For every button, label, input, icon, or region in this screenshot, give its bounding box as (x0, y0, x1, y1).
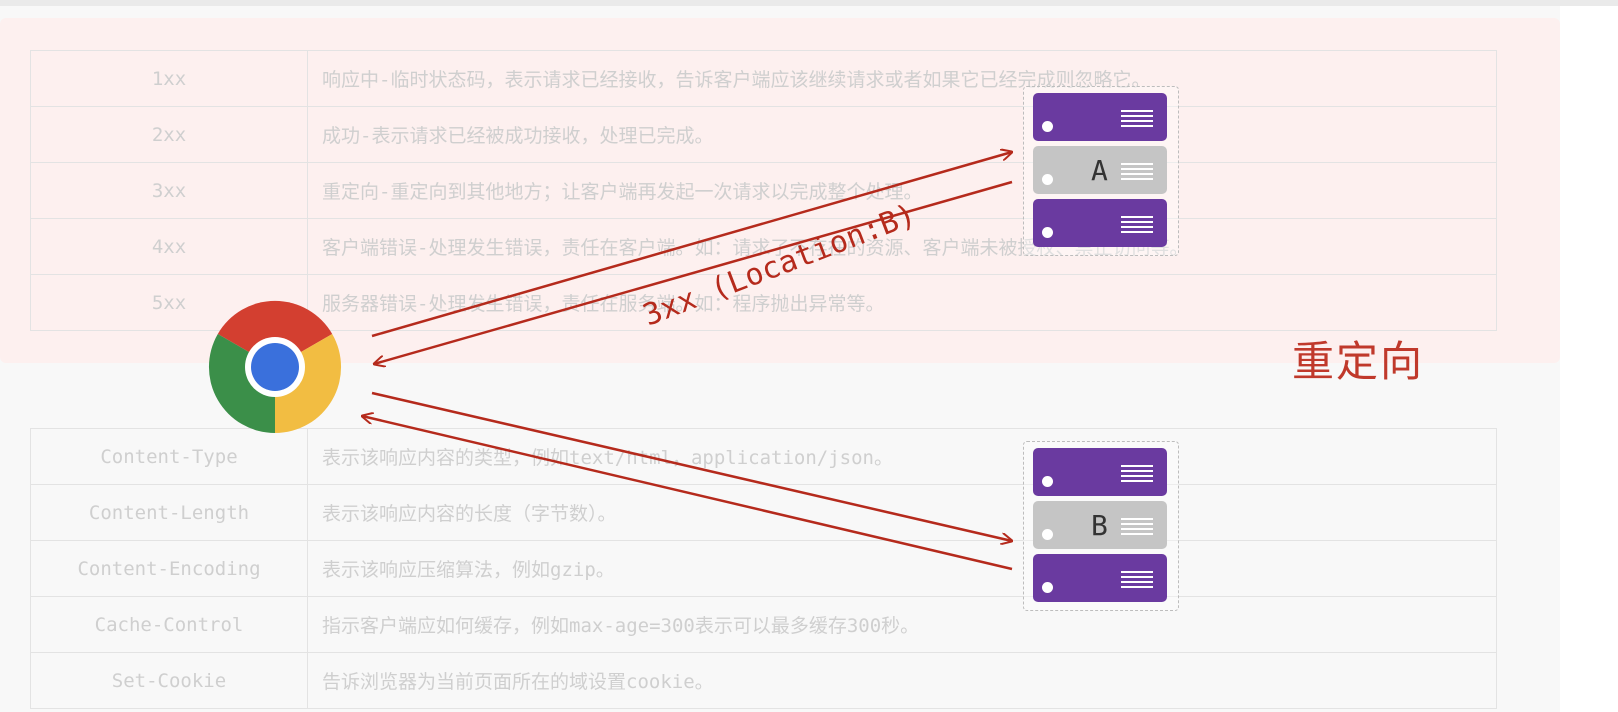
server-vent-icon (1121, 518, 1153, 536)
header-key: Set-Cookie (30, 652, 308, 709)
server-led-icon (1042, 121, 1053, 132)
server-vent-icon (1121, 465, 1153, 483)
request-arrow-b (371, 391, 1012, 541)
server-led-icon (1042, 582, 1053, 593)
server-unit-labeled: A (1033, 146, 1167, 194)
status-code-description: 重定向-重定向到其他地方；让客户端再发起一次请求以完成整个处理。 (307, 162, 1497, 219)
request-arrow-a (371, 152, 1012, 338)
header-key: Content-Encoding (30, 540, 308, 597)
header-description: 表示该响应内容的类型，例如text/html，application/json。 (307, 428, 1497, 485)
status-code-description: 客户端错误-处理发生错误，责任在客户端。如：请求了不存在的资源、客户端未被授权、… (307, 218, 1497, 275)
server-led-icon (1042, 529, 1053, 540)
server-unit (1033, 448, 1167, 496)
header-description: 表示该响应压缩算法，例如gzip。 (307, 540, 1497, 597)
redirect-response-arrow (374, 180, 1013, 364)
status-code-key: 1xx (30, 50, 308, 107)
header-description: 表示该响应内容的长度（字节数）。 (307, 484, 1497, 541)
chrome-icon (208, 300, 342, 433)
server-vent-icon (1121, 163, 1153, 181)
top-bar (0, 0, 1618, 6)
server-vent-icon (1121, 216, 1153, 234)
status-code-description: 响应中-临时状态码，表示请求已经接收，告诉客户端应该继续请求或者如果它已经完成则… (307, 50, 1497, 107)
right-margin (1560, 6, 1618, 712)
header-key: Content-Type (30, 428, 308, 485)
response-arrow-b (362, 416, 1013, 571)
redirect-title: 重定向 (1292, 337, 1425, 386)
server-led-icon (1042, 227, 1053, 238)
status-code-key: 2xx (30, 106, 308, 163)
server-b-label: B (1091, 509, 1108, 542)
server-unit (1033, 199, 1167, 247)
server-unit (1033, 93, 1167, 141)
server-unit (1033, 554, 1167, 602)
status-code-key: 4xx (30, 218, 308, 275)
server-led-icon (1042, 174, 1053, 185)
server-a-label: A (1091, 154, 1108, 187)
server-unit-labeled: B (1033, 501, 1167, 549)
header-description: 告诉浏览器为当前页面所在的域设置cookie。 (307, 652, 1497, 709)
status-code-description: 成功-表示请求已经被成功接收，处理已完成。 (307, 106, 1497, 163)
status-code-key: 3xx (30, 162, 308, 219)
status-code-description: 服务器错误-处理发生错误，责任在服务端。如：程序抛出异常等。 (307, 274, 1497, 331)
server-vent-icon (1121, 110, 1153, 128)
server-vent-icon (1121, 571, 1153, 589)
server-a: A (1023, 86, 1179, 256)
header-key: Content-Length (30, 484, 308, 541)
server-led-icon (1042, 476, 1053, 487)
server-b: B (1023, 441, 1179, 611)
header-description: 指示客户端应如何缓存，例如max-age=300表示可以最多缓存300秒。 (307, 596, 1497, 653)
